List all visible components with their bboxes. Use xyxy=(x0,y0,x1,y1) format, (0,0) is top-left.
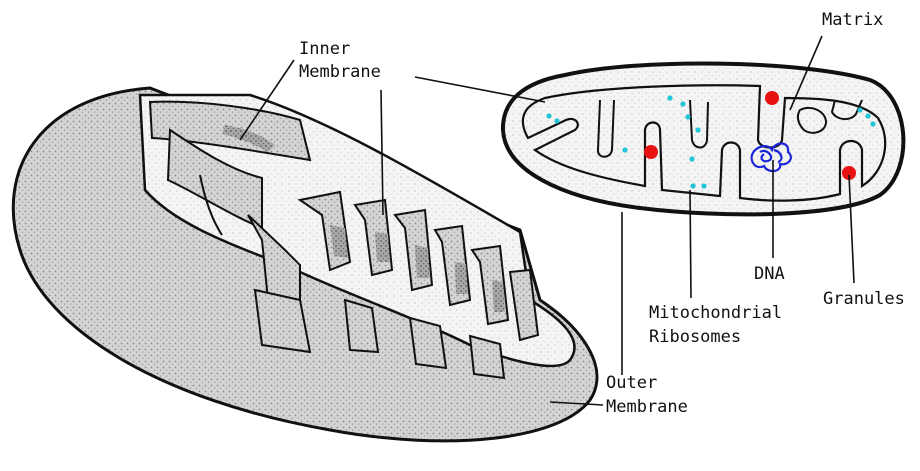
ribosome-dot xyxy=(680,101,685,106)
label-inner-membrane-line1: Inner xyxy=(299,39,350,59)
label-outer-membrane-line2: Membrane xyxy=(606,397,688,417)
label-ribosomes-line1: Mitochondrial xyxy=(649,303,782,323)
ribosome-dot xyxy=(546,113,551,118)
ribosome-dot xyxy=(685,114,690,119)
cross-section xyxy=(503,64,903,215)
ribosome-dot xyxy=(667,95,672,100)
ribosome-dot xyxy=(701,183,706,188)
label-inner-membrane-line2: Membrane xyxy=(299,62,381,82)
leader-ribosomes xyxy=(690,190,691,298)
ribosome-dot xyxy=(622,147,627,152)
ribosome-dot xyxy=(554,118,559,123)
ribosome-dot xyxy=(857,107,862,112)
label-dna: DNA xyxy=(754,264,785,284)
ribosome-dot xyxy=(695,127,700,132)
label-ribosomes-line2: Ribosomes xyxy=(649,327,741,347)
label-granules: Granules xyxy=(823,289,905,309)
granule-dot xyxy=(644,145,658,159)
ribosome-dot xyxy=(689,156,694,161)
ribosome-dot xyxy=(865,113,870,118)
label-outer-membrane-line1: Outer xyxy=(606,373,657,393)
label-matrix: Matrix xyxy=(822,10,883,30)
ribosome-dot xyxy=(690,183,695,188)
ribosome-dot xyxy=(870,121,875,126)
granule-dot xyxy=(765,91,779,105)
